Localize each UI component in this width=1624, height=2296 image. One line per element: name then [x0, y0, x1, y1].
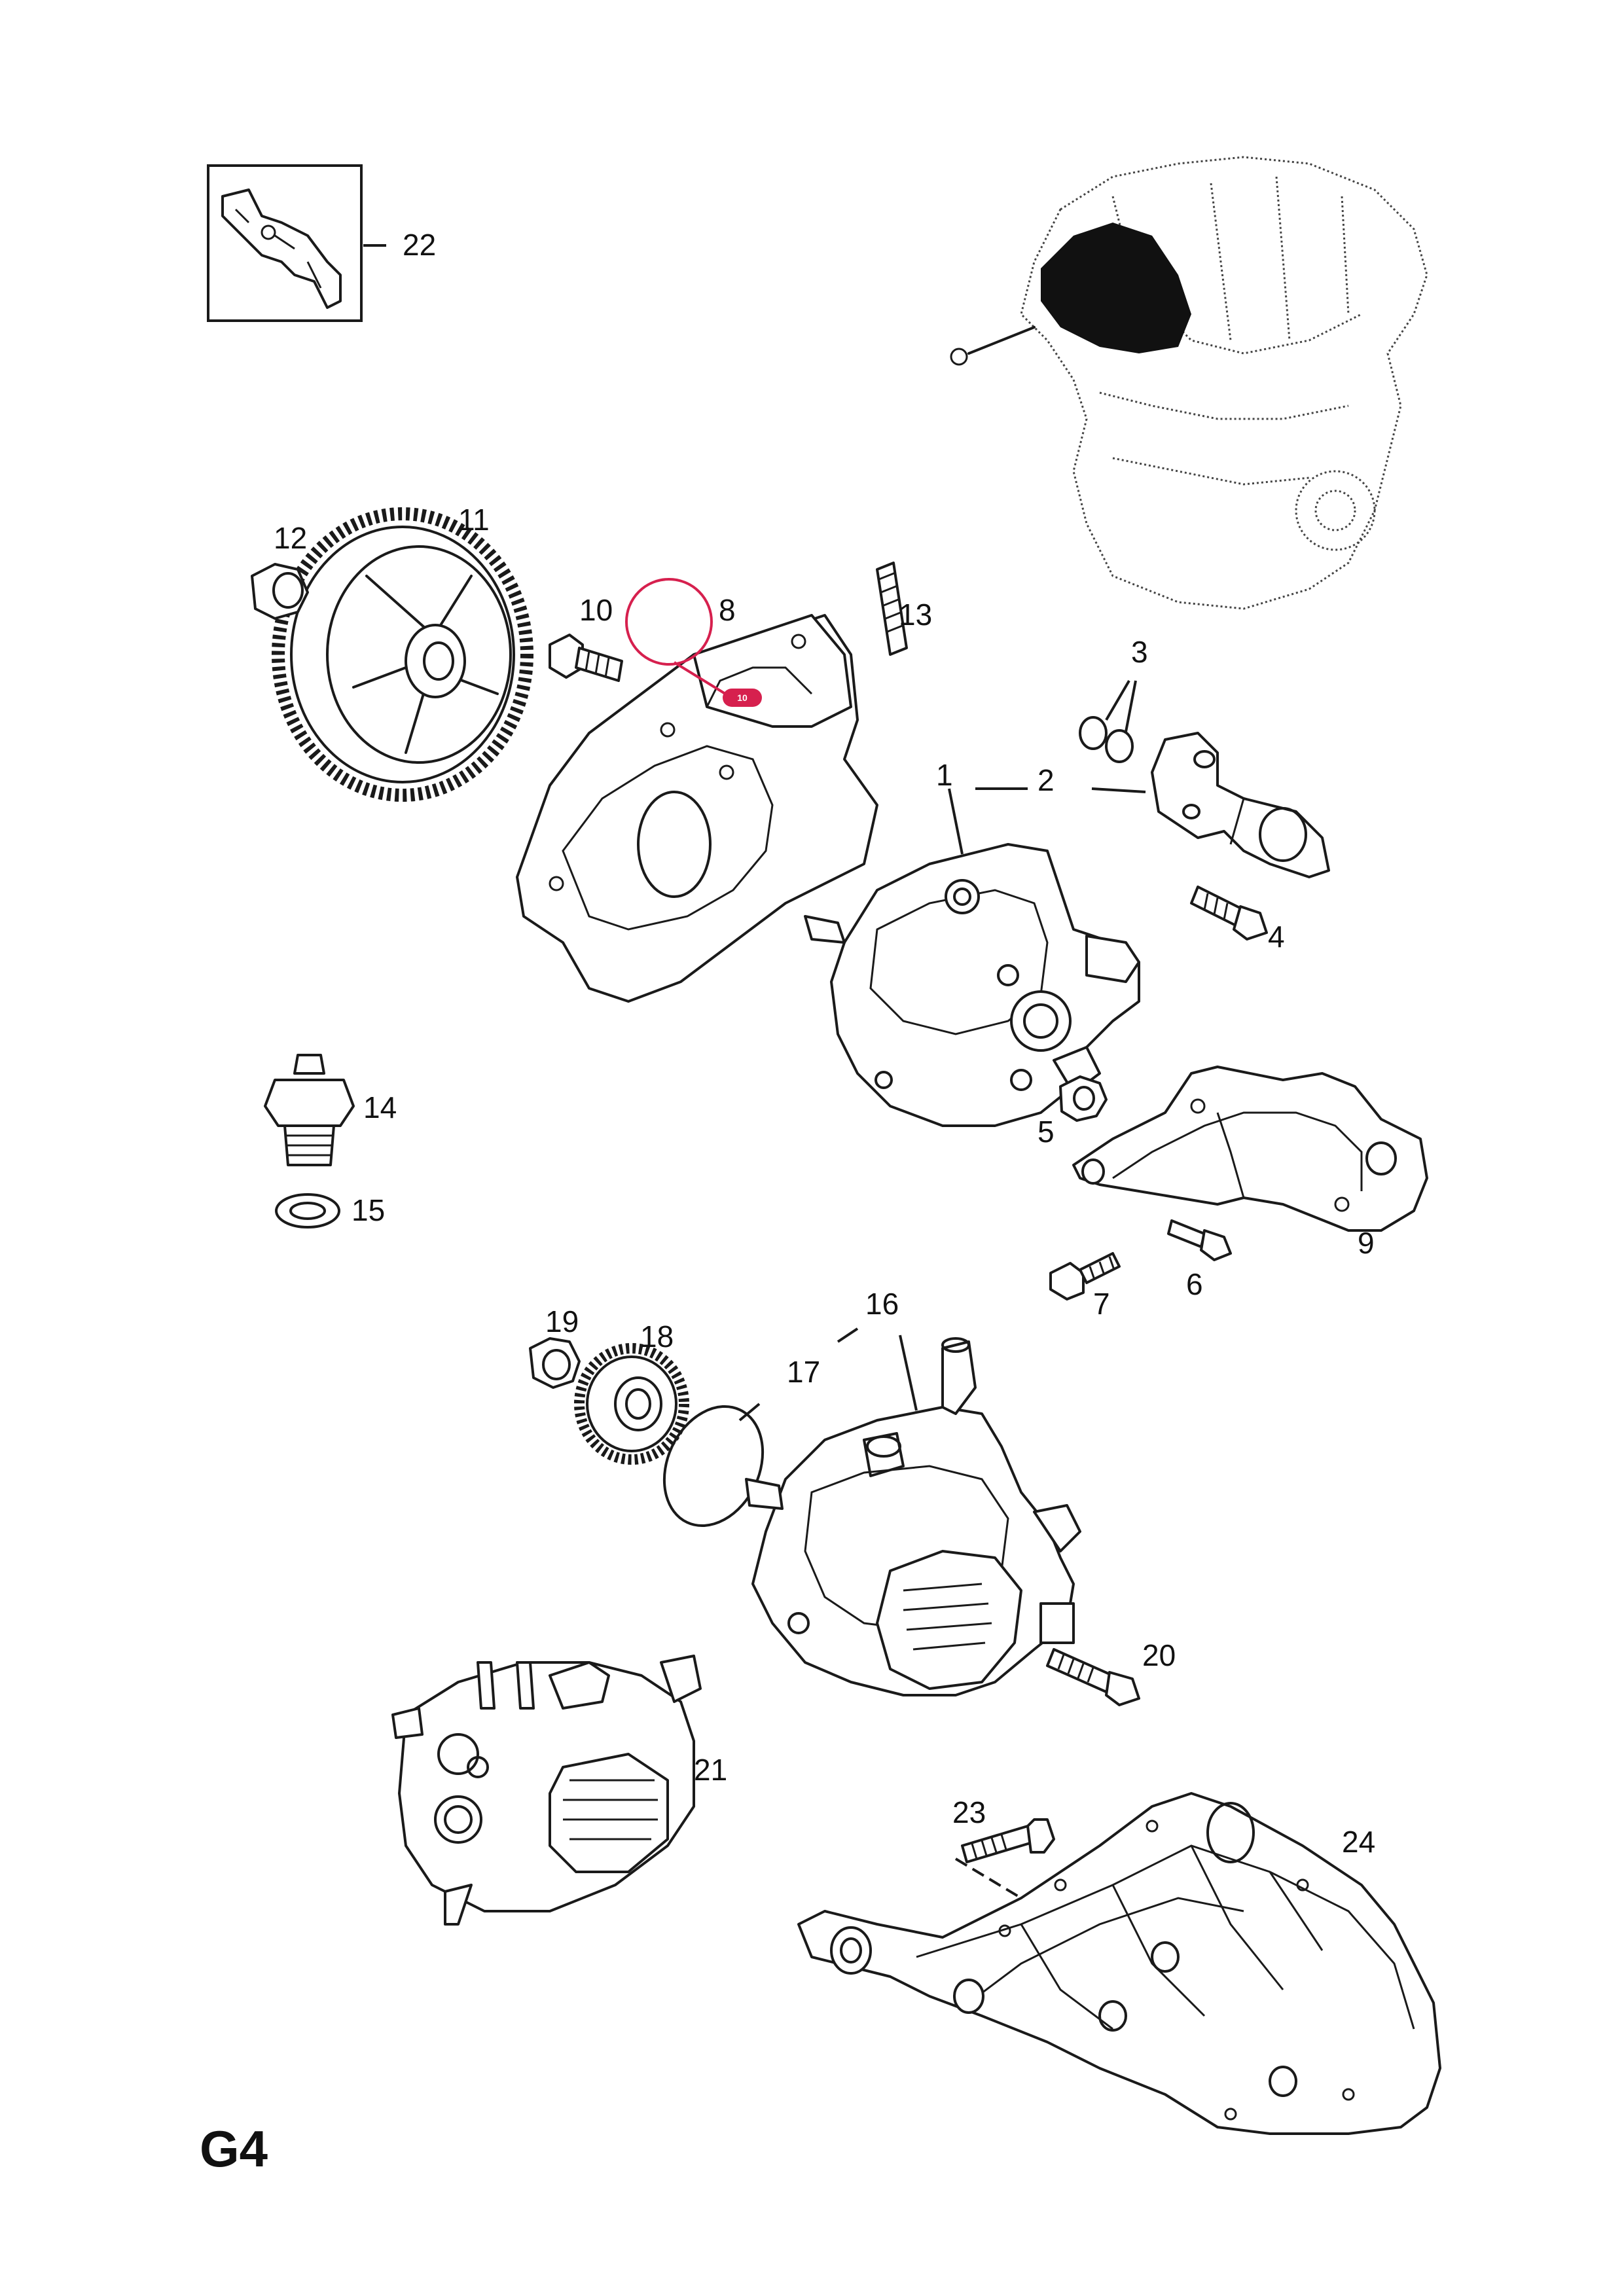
callout-20[interactable]: 20	[1142, 1638, 1176, 1672]
callout-12[interactable]: 12	[274, 521, 307, 555]
engine-overview-image	[950, 156, 1428, 610]
callout-9[interactable]: 9	[1358, 1226, 1375, 1260]
part-19-nut[interactable]	[529, 1337, 581, 1389]
part-11-pump-gear[interactable]	[272, 507, 533, 802]
part-6-bolt[interactable]	[1167, 1219, 1232, 1261]
callout-18[interactable]: 18	[640, 1319, 674, 1354]
part-12-nut[interactable]	[251, 563, 309, 620]
callout-11[interactable]: 11	[458, 503, 490, 537]
callout-labels: 22 11 12 10 8 13 3 1 2 4 5 14 15 9 6 7 1…	[274, 228, 1375, 1859]
callout-22[interactable]: 22	[403, 228, 436, 262]
page-code: G4	[200, 2120, 268, 2178]
part-16-high-pressure-pump[interactable]	[745, 1337, 1081, 1696]
part-13-stud[interactable]	[876, 562, 908, 656]
callout-4[interactable]: 4	[1268, 920, 1285, 954]
callout-16[interactable]: 16	[865, 1287, 899, 1321]
part-7-bolt[interactable]	[1049, 1252, 1121, 1300]
callout-2[interactable]: 2	[1038, 763, 1055, 797]
callout-23[interactable]: 23	[952, 1795, 986, 1829]
highlight-badge[interactable]	[723, 689, 762, 707]
part-23-bolt[interactable]	[961, 1818, 1055, 1863]
part-3-o-rings[interactable]	[1079, 716, 1134, 763]
callout-15[interactable]: 15	[352, 1193, 385, 1227]
part-18-small-gear[interactable]	[574, 1343, 689, 1465]
callout-6[interactable]: 6	[1186, 1267, 1203, 1301]
callout-21[interactable]: 21	[694, 1753, 727, 1787]
part-2-metering-valve[interactable]	[1151, 732, 1330, 878]
part-21-high-pressure-pump[interactable]	[391, 1655, 702, 1926]
part-15-washer[interactable]	[275, 1193, 340, 1229]
callout-14[interactable]: 14	[363, 1090, 397, 1124]
part-24-mounting-bracket[interactable]	[797, 1792, 1441, 2135]
highlight-circle	[625, 578, 713, 666]
part-5-nut[interactable]	[1059, 1075, 1108, 1122]
part-14-sensor[interactable]	[264, 1054, 355, 1166]
callout-13[interactable]: 13	[899, 598, 932, 632]
part-1-high-pressure-pump[interactable]	[804, 843, 1140, 1127]
callout-3[interactable]: 3	[1131, 635, 1148, 669]
callout-1[interactable]: 1	[936, 758, 953, 792]
callout-17[interactable]: 17	[787, 1355, 820, 1389]
part-4-screw[interactable]	[1190, 886, 1268, 941]
callout-8[interactable]: 8	[719, 593, 736, 627]
part-9-bracket[interactable]	[1072, 1066, 1428, 1232]
callout-19[interactable]: 19	[545, 1304, 579, 1338]
highlight-badge-label: 10	[737, 692, 748, 703]
callout-7[interactable]: 7	[1093, 1287, 1110, 1321]
part-22-bracket-inset[interactable]	[207, 164, 363, 322]
part-20-bolt[interactable]	[1046, 1648, 1140, 1706]
part-10-bolt[interactable]	[549, 634, 623, 682]
callout-24[interactable]: 24	[1342, 1825, 1375, 1859]
callout-10[interactable]: 10	[579, 593, 613, 627]
callout-5[interactable]: 5	[1038, 1115, 1055, 1149]
